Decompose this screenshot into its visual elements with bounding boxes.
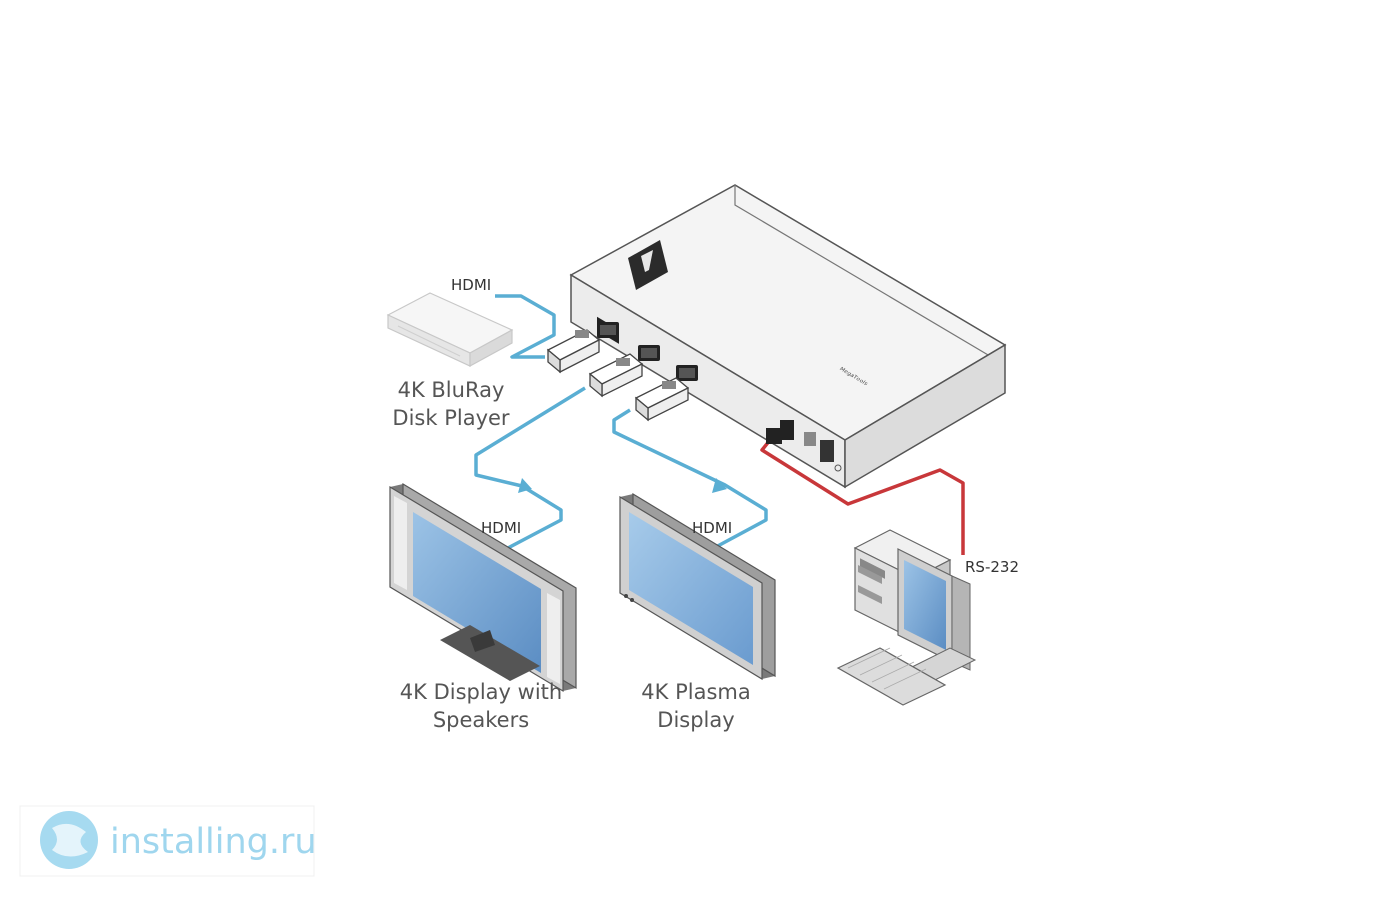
display-2-label-line2: Display — [657, 708, 734, 732]
hdmi-label-display-1: HDMI — [481, 519, 521, 537]
bluray-player — [386, 292, 514, 368]
hdmi-label-display-2: HDMI — [692, 519, 732, 537]
computer — [836, 529, 977, 706]
display-1-label-line2: Speakers — [433, 708, 529, 732]
power-socket — [820, 440, 834, 462]
source-label-line2: Disk Player — [392, 406, 509, 430]
monitor-screen — [904, 560, 946, 650]
arrow-display-1-icon — [518, 478, 532, 493]
rs232-cable — [760, 438, 965, 555]
hdmi-connector-output-2 — [634, 377, 690, 422]
display-2-label-line1: 4K Plasma — [641, 680, 750, 704]
hdmi-cable-source — [495, 294, 556, 359]
rs232-label: RS-232 — [965, 558, 1019, 576]
display-1-label-line1: 4K Display with — [400, 680, 562, 704]
source-label-line1: 4K BluRay — [398, 378, 505, 402]
display-1-screen — [413, 512, 541, 673]
keyboard — [836, 647, 947, 706]
hdmi-connector-input — [546, 329, 601, 374]
hdmi-cable-display-2 — [612, 408, 768, 550]
arrow-display-2-icon — [712, 478, 727, 493]
display-2 — [619, 492, 776, 681]
hdmi-connector-output-1 — [588, 353, 644, 398]
watermark: installing.ru — [19, 805, 317, 877]
rs232-plug — [766, 428, 782, 444]
watermark-text: installing.ru — [110, 822, 317, 862]
dip-switch — [804, 432, 816, 446]
hdmi-label-source: HDMI — [451, 276, 491, 294]
display-2-screen — [629, 512, 753, 665]
rs232-terminal-port — [780, 420, 794, 440]
display-1 — [389, 482, 577, 693]
